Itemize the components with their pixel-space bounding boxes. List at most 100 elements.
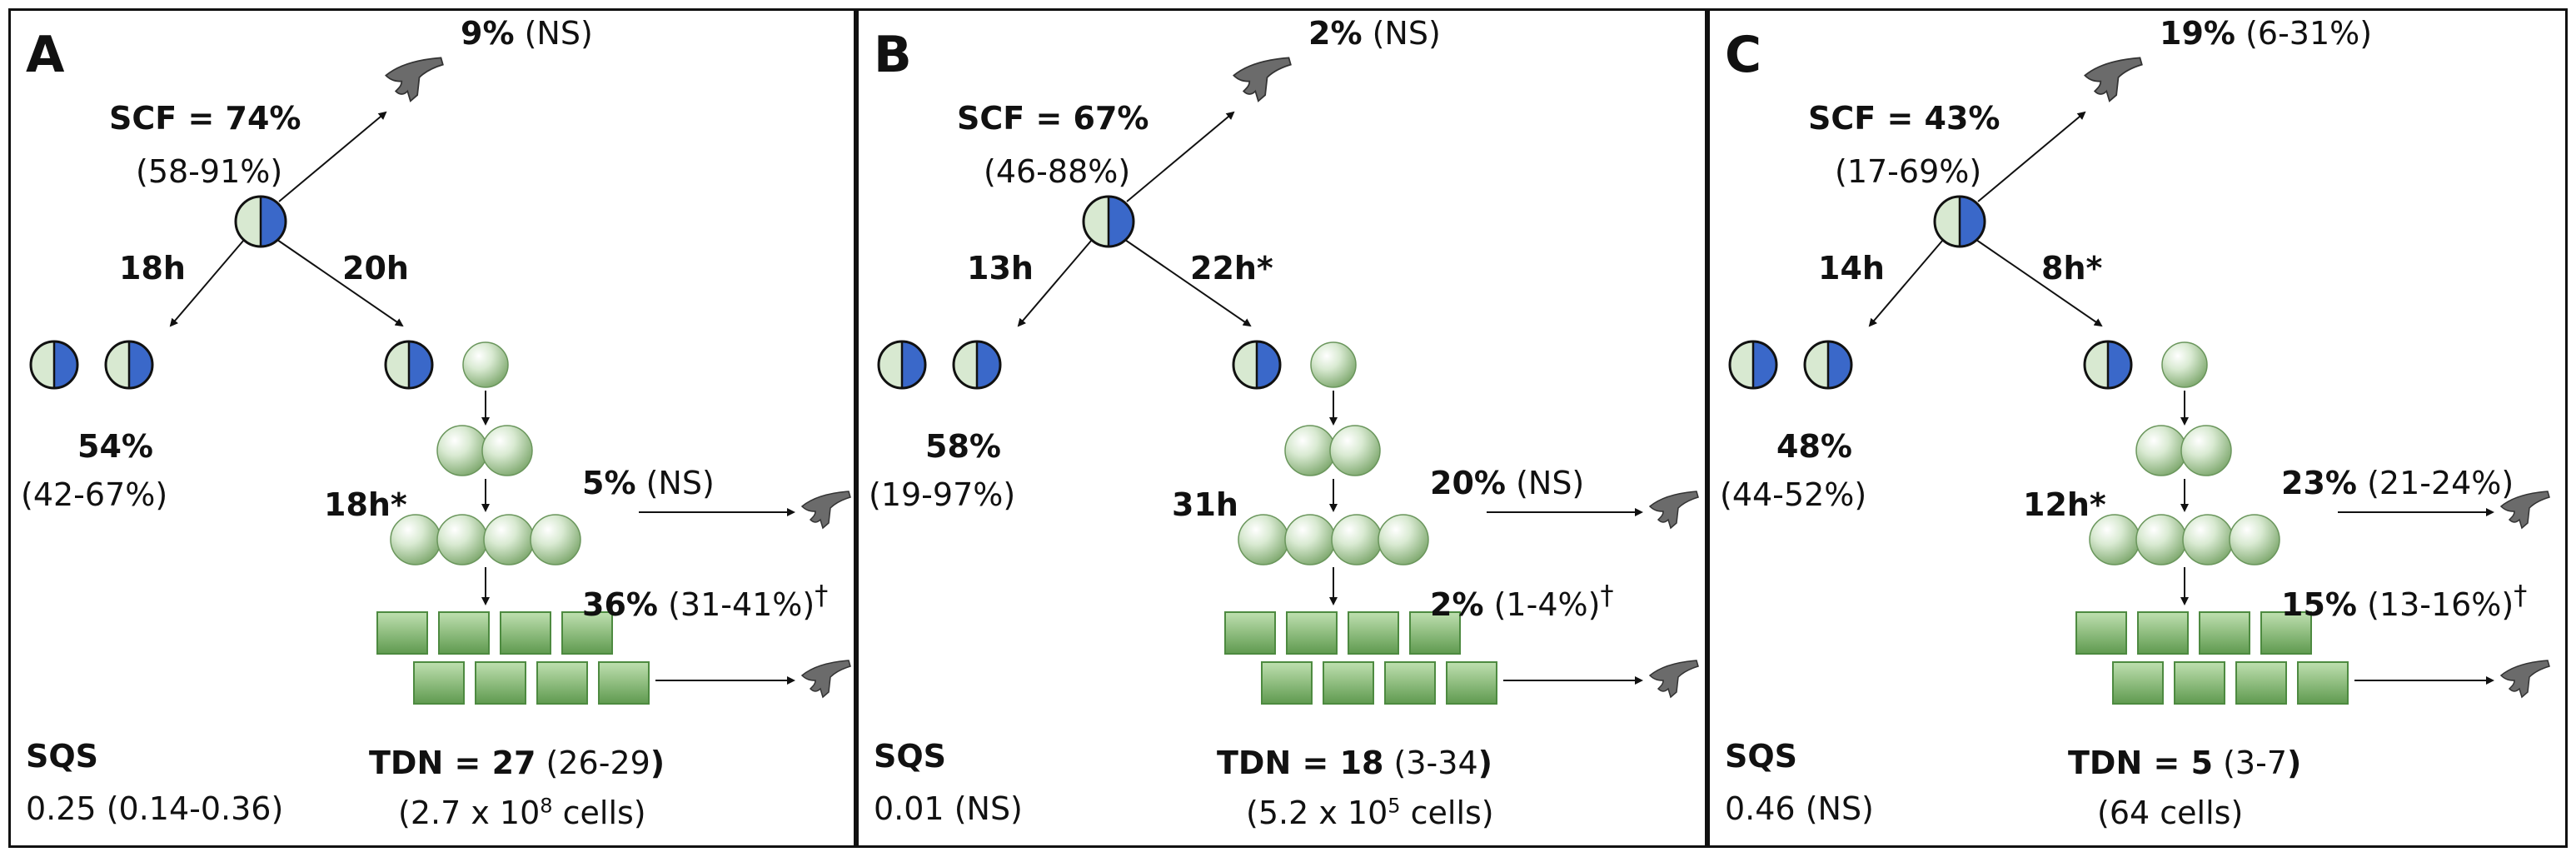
cell-death-icon [1648,491,1699,530]
diff-pct: 15% [2281,586,2357,623]
differentiated-cell [475,661,526,705]
tdn-label: TDN = 5 (3-7) [2068,744,2301,782]
arrow-self-renewal [169,239,245,327]
differentiated-cell [2174,661,2225,705]
top-death-pct: 9% [461,15,515,52]
letter: C [1725,26,1762,84]
sqs-label: SQS [26,738,99,775]
scf-label: SCF = 74% [109,99,301,137]
progenitor-cycle-time: 18h* [324,486,407,524]
prog-death-ci: (NS) [645,465,715,501]
self-renew-pct: 54% [77,428,153,465]
diff-pct: 2% [1430,586,1484,623]
progenitor-cell [2229,514,2280,566]
progenitor-cell [481,425,533,476]
stem-death-rate: 19% (6-31%) [2160,14,2372,52]
differentiated-cell [1348,611,1399,655]
stem-death-rate: 9% (NS) [461,14,593,52]
sqs-label: SQS [26,737,98,775]
dagger-mark: † [815,579,829,611]
cells-post: cells) [1400,795,1494,831]
stem-death-rate: 2% (NS) [1308,14,1441,52]
cells-pre: (64 cells) [2097,795,2244,831]
self-renewal-time: 14h [1818,249,1885,287]
cells-pre: (2.7 x 10 [398,795,541,831]
progenitor-cell [1284,514,1336,566]
diff-ci: (31-41%) [668,586,815,623]
differentiated-cell [500,611,551,655]
self-renewal-rate: 58% [925,427,1001,466]
differentiated-cell [2297,661,2349,705]
arrow-to-stem-death [278,111,387,202]
self-renewal-rate: 48% [1776,427,1852,466]
self-renewal-ci: (44-52%) [1720,476,1866,514]
tdn-label: TDN = 27 (26-29) [369,744,665,782]
sqs-value: 0.25 (0.14-0.36) [26,790,283,828]
cell-death-icon [2499,491,2550,530]
prog-death-ci: (NS) [1516,465,1585,501]
sqs-value: 0.01 (NS) [874,790,1023,827]
tdn-ci: (3-34 [1393,745,1478,781]
differentiated-cell [598,661,650,705]
self-renewal-time: 13h [967,249,1034,287]
sqs-label: SQS [1725,738,1798,775]
prog-death-pct: 23% [2281,465,2357,501]
cells-post: cells) [552,795,646,831]
top-death-ci: (NS) [524,15,593,52]
top-death-ci: (6-31%) [2245,15,2373,52]
diff-ci: (13-16%) [2367,586,2514,623]
daughter-stem-cell [384,340,434,390]
differentiated-cell [2199,611,2250,655]
progenitor-death-rate: 20% (NS) [1430,464,1584,502]
top-death-pct: 2% [1308,15,1363,52]
cell-death-icon [2084,57,2143,102]
scf-ci: (58-91%) [136,152,282,191]
tdn-cells: (2.7 x 108 cells) [398,794,646,832]
right-time: 20h [342,250,409,287]
arrow-to-stem-death [1977,111,2086,202]
differentiation-death-rate: 36% (31-41%)† [582,581,828,624]
scf-label: SCF = 67% [957,99,1148,137]
cell-death-icon [385,57,444,102]
progenitor-cell [2135,514,2187,566]
self-renew-pct: 58% [925,428,1001,465]
progenitor-death-rate: 5% (NS) [582,464,715,502]
stem-cell [1933,195,1986,248]
panel-letter: C [1725,27,1761,82]
cells-exponent: 5 [1388,794,1401,818]
panel-graphics [877,57,1699,705]
sqs-label: SQS [874,738,947,775]
tdn-label: TDN = 18 [1217,745,1384,781]
stem-cell [234,195,287,248]
progenitor-cell [436,425,488,476]
sqs-value: 0.46 (NS) [1725,790,1874,827]
scf-ci: (58-91%) [136,153,283,190]
differentiated-cell [1409,611,1461,655]
progenitor-cell [2161,341,2208,388]
prog-death-pct: 20% [1430,465,1506,501]
scf-label: SCF = 67% [957,100,1149,137]
tdn-label: TDN = 18 (3-34) [1217,744,1492,782]
prog-death-pct: 5% [582,465,636,501]
panel-letter: A [26,27,64,82]
tdn-ci: (3-7 [2223,745,2287,781]
differentiated-cell [1323,661,1374,705]
progenitor-cell [2180,425,2232,476]
cell-death-icon [2499,660,2550,699]
cell-death-icon [800,491,851,530]
differentiated-cell [1286,611,1338,655]
differentiated-cell [438,611,490,655]
left-time: 13h [967,250,1034,287]
daughter-stem-cell [104,340,154,390]
differentiated-cell [2137,611,2189,655]
scf-label: SCF = 43% [1808,99,2000,137]
dagger-mark: † [1600,579,1614,611]
differentiated-cell [2075,611,2127,655]
stem-cell [1082,195,1135,248]
daughter-stem-cell [1803,340,1853,390]
differentiated-cell [2235,661,2287,705]
sqs-label: SQS [874,737,946,775]
cells-exponent: 8 [540,794,553,818]
